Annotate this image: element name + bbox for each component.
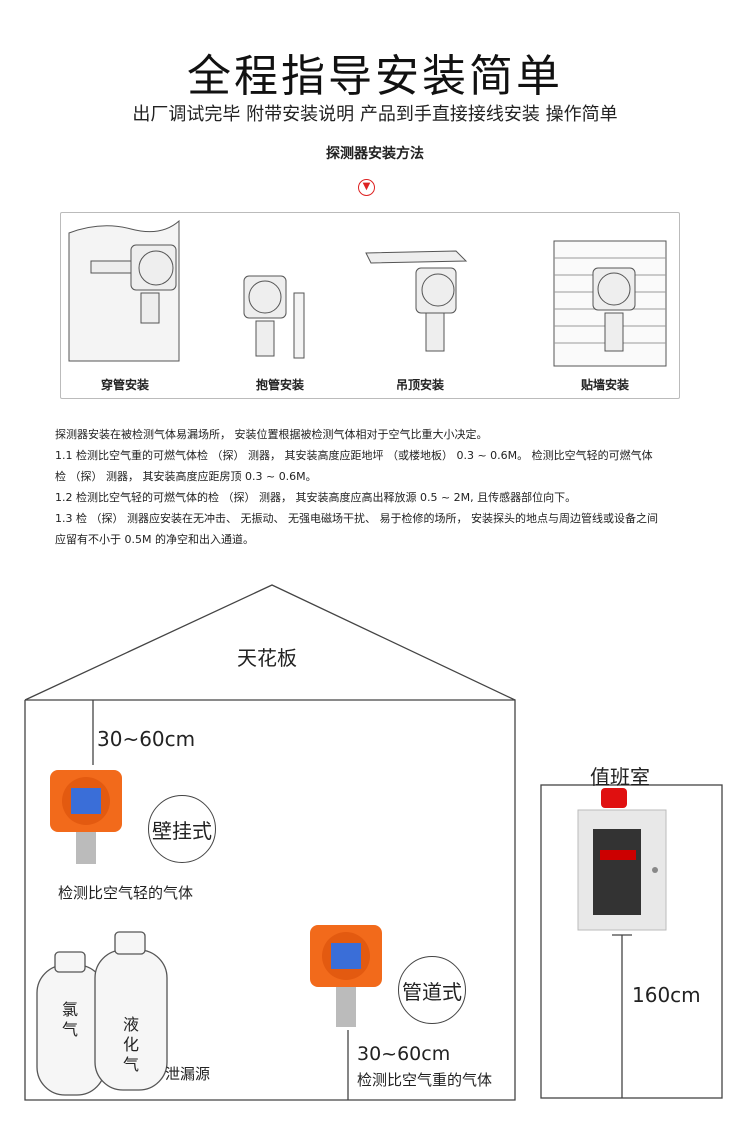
controller [577,788,667,931]
ceiling-label: 天花板 [237,646,297,670]
roof-outline [24,584,516,701]
cylinder-label: 氯气 [62,1000,79,1039]
page-title: 全程指导安装简单 [187,51,563,102]
instruction-line: 探测器安装在被检测气体易漏场所， 安装位置根据被检测气体相对于空气比重大小决定。 [55,428,488,441]
section-heading: 探测器安装方法 [326,146,424,162]
wall-detector [50,770,122,864]
method-caption: 穿管安装 [100,378,149,392]
method-caption: 贴墙安装 [580,378,629,392]
installation-diagram [24,584,723,1101]
leak-source-label: 泄漏源 [165,1065,211,1083]
room-outline [24,699,516,1101]
install-methods-panel [60,212,680,399]
instruction-line: 检 （探） 测器， 其安装高度应距房顶 0.3 ~ 0.6M。 [55,470,317,483]
method-caption: 抱管安装 [255,378,304,392]
duty-room-label: 值班室 [590,765,650,789]
bottom-distance-label: 30~60cm [357,1043,451,1065]
pipe-type-badge: 管道式 [398,956,466,1024]
instruction-line: 1.2 检测比空气轻的可燃气体的检 （探） 测器， 其安装高度应高出释放源 0.… [55,491,577,504]
method-caption: 吊顶安装 [395,378,444,392]
instruction-line: 1.3 检 （探） 测器应安装在无冲击、 无振动、 无强电磁场干扰、 易于检修的… [55,512,658,525]
pipe-detector [310,925,382,1027]
light-gas-label: 检测比空气轻的气体 [58,884,194,902]
cylinder-label: 液化气 [123,1015,140,1074]
heavy-gas-label: 检测比空气重的气体 [357,1071,493,1089]
wall-type-badge: 壁挂式 [148,795,216,863]
page-subtitle: 出厂调试完毕 附带安装说明 产品到手直接接线安装 操作简单 [132,104,618,125]
instruction-line: 1.1 检测比空气重的可燃气体检 （探） 测器， 其安装高度应距地坪 （或楼地板… [55,449,653,462]
duty-room-outline [540,784,723,1099]
install-illustrations [68,219,667,367]
top-distance-label: 30~60cm [97,727,196,751]
chevron-down-icon: ▼ [358,179,375,196]
controller-height-label: 160cm [632,983,701,1007]
instruction-line: 应留有不小于 0.5M 的净空和出入通道。 [55,533,254,546]
gas-cylinders [36,931,168,1096]
